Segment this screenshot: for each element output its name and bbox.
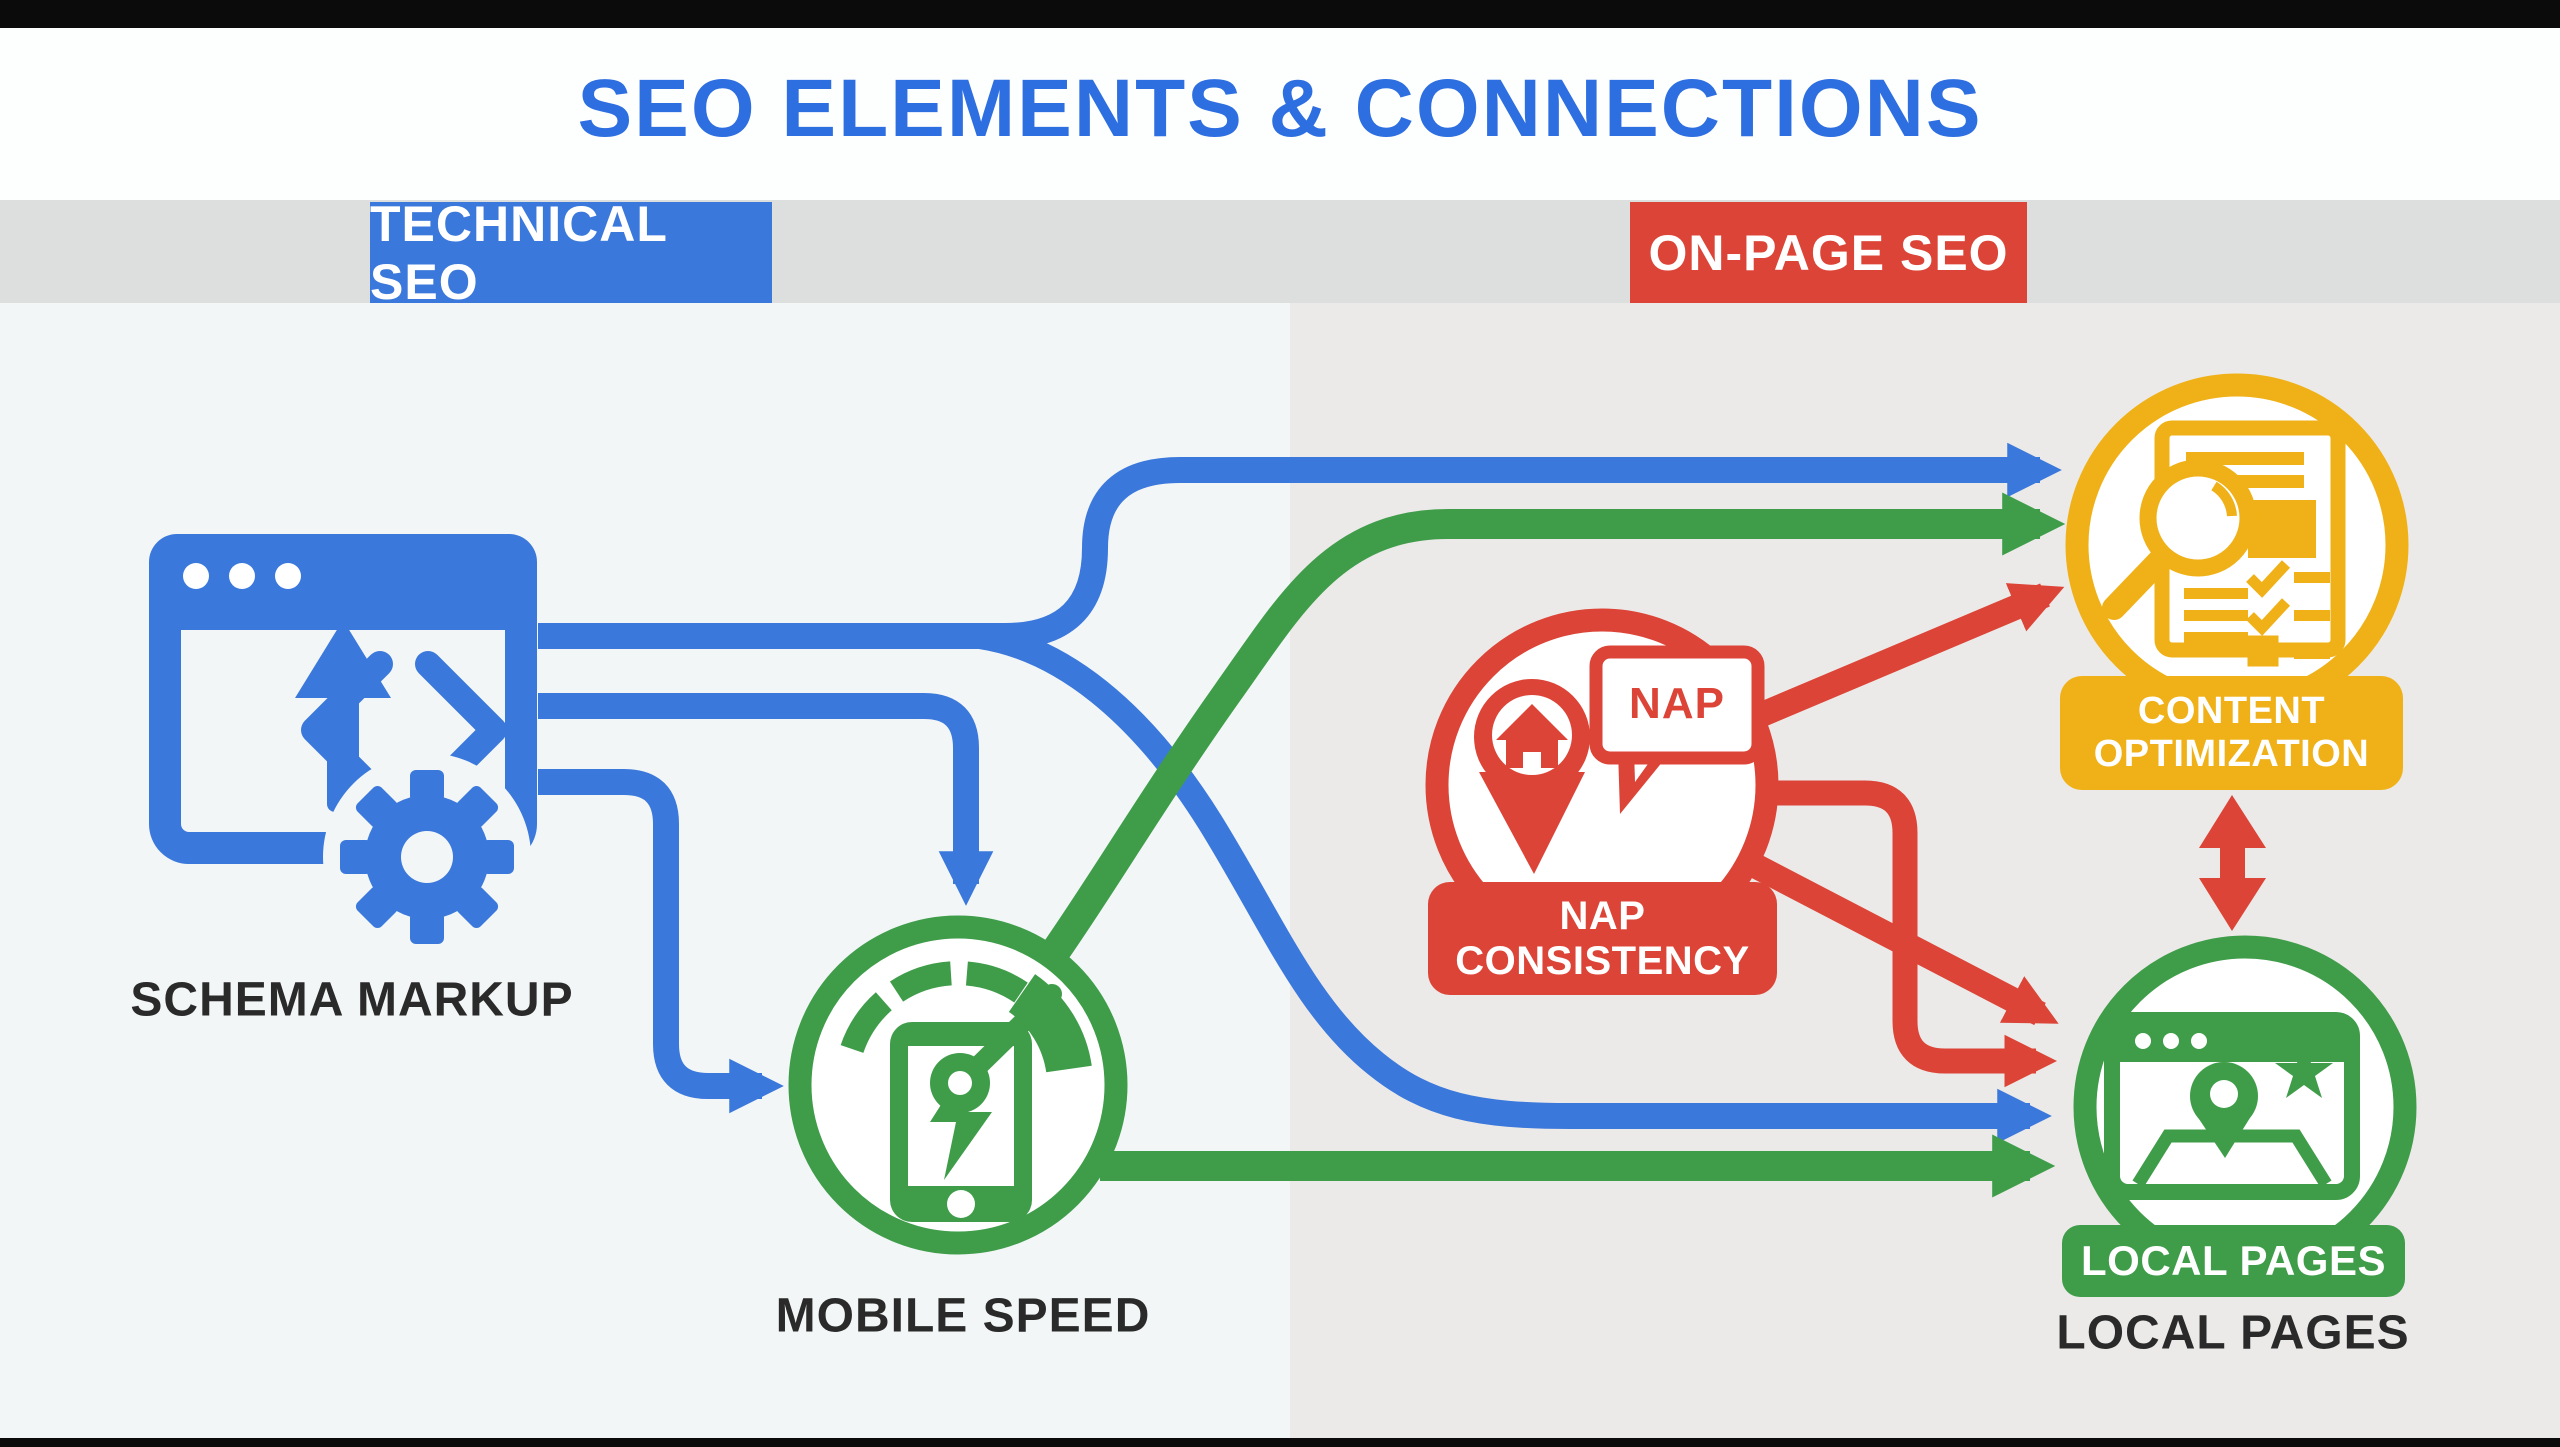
nap-consistency-banner: NAP CONSISTENCY [1428,882,1777,995]
bottom-black-bar [0,1438,2560,1447]
content-banner-line2: OPTIMIZATION [2093,733,2370,775]
browser-map-icon [2104,1012,2360,1200]
arrow-schema-to-localpages [977,623,2052,1144]
window-dot [275,563,301,589]
arrow-schema-to-content [538,442,2062,649]
technical-seo-background [0,303,1290,1438]
window-dot [2135,1033,2151,1049]
content-optimization-banner: CONTENT OPTIMIZATION [2060,676,2403,790]
local-pages-banner-label: LOCAL PAGES [2081,1237,2386,1285]
top-black-bar [0,0,2560,28]
mobile-speed-icon [788,915,1128,1255]
window-dot [229,563,255,589]
checkmark-icon [2246,598,2291,636]
onpage-seo-header-label: ON-PAGE SEO [1648,224,2009,281]
nap-banner-line2: CONSISTENCY [1455,938,1750,983]
phone-icon [890,1022,1032,1222]
nap-consistency-icon [1425,608,1779,962]
map-pin-house-icon [1474,679,1590,874]
content-banner-line1: CONTENT [2137,690,2326,733]
technical-seo-header: TECHNICAL SEO [370,196,772,310]
nap-banner-line1: NAP [1559,893,1646,938]
lightning-bolt-icon [930,1056,992,1180]
speedometer-gauge-fill [1008,974,1092,1074]
content-optimization-icon [2065,373,2409,717]
window-dot [2163,1033,2179,1049]
up-arrow-icon [295,620,391,698]
onpage-seo-header: ON-PAGE SEO [1630,202,2027,303]
home-button [947,1190,975,1218]
schema-markup-label: SCHEMA MARKUP [130,973,574,1027]
green-arrows [1042,492,2066,1198]
technical-seo-header-label: TECHNICAL SEO [370,195,667,310]
arrow-schema-to-mobile-top [538,693,994,906]
arrow-content-localpages-bidirectional [2199,795,2266,931]
red-arrows [1742,583,2266,1088]
blue-arrows [538,442,2062,1144]
speech-bubble-icon [1589,645,1765,814]
gear-icon [340,770,514,944]
local-pages-label: LOCAL PAGES [2056,1306,2410,1360]
arrow-schema-to-mobile-left [538,769,784,1114]
title-band [0,28,2560,200]
mobile-speed-label: MOBILE SPEED [775,1289,1151,1343]
checkmark-icon [2246,560,2291,598]
local-pages-banner: LOCAL PAGES [2062,1225,2405,1297]
arrow-nap-to-localpages-elbow [1745,780,2057,1088]
arrow-mobile-to-content [1042,492,2066,961]
arrow-nap-to-content [1751,583,2065,729]
window-dot [2191,1033,2207,1049]
schema-markup-icon [149,534,537,961]
page-title: SEO ELEMENTS & CONNECTIONS [577,63,1983,154]
local-pages-icon [2073,935,2417,1279]
window-dot [183,563,209,589]
nap-bubble-text: NAP [1629,679,1725,728]
magnifier-icon [2102,459,2257,620]
star-icon [2275,1042,2333,1098]
map-pin-icon [2190,1062,2258,1158]
